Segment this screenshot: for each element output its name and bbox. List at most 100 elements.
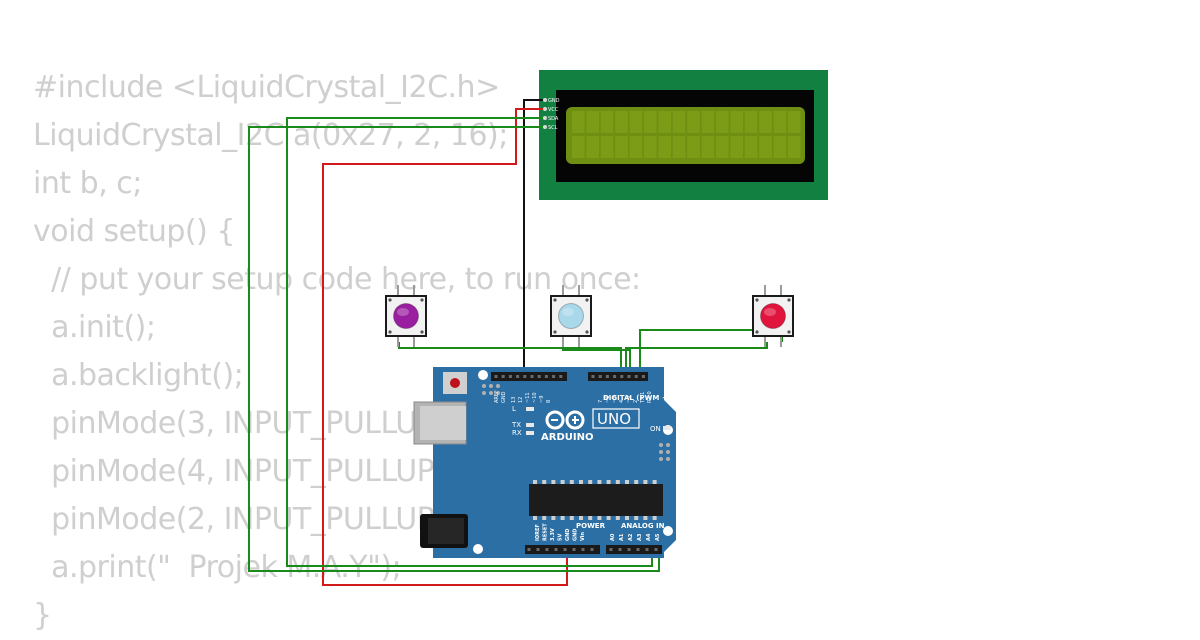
header-pin[interactable] (530, 375, 534, 378)
icsp-pin (496, 391, 500, 395)
header-pin[interactable] (537, 375, 541, 378)
chip-pin (597, 516, 602, 520)
lcd-pin[interactable] (543, 98, 547, 102)
icsp-pin (489, 391, 493, 395)
icsp-pin (482, 384, 486, 388)
digital-pin-header[interactable] (491, 372, 648, 381)
header-pin[interactable] (634, 375, 638, 378)
pin-label: Vin (580, 532, 586, 541)
header-pin[interactable] (523, 375, 527, 378)
wire-gnd[interactable] (523, 99, 543, 376)
lcd-char-cell (586, 136, 599, 158)
header-pin[interactable] (605, 375, 609, 378)
header-pin[interactable] (527, 548, 531, 551)
reset-button[interactable] (450, 378, 460, 388)
push-button-light-blue[interactable] (550, 285, 592, 347)
icsp-pin (666, 443, 670, 447)
lcd-pin[interactable] (543, 116, 547, 120)
power-analog-pin-header[interactable] (525, 545, 662, 554)
button-cap-highlight (397, 308, 409, 316)
header-pin[interactable] (598, 375, 602, 378)
header-pin[interactable] (654, 548, 658, 551)
chip-pin (625, 516, 629, 520)
chip-pin (579, 516, 583, 520)
button-corner-dot (420, 298, 424, 302)
wire-sda[interactable] (286, 117, 653, 567)
wire-scl[interactable] (248, 126, 660, 572)
header-pin[interactable] (613, 375, 617, 378)
model-label: UNO (597, 410, 631, 428)
lcd-char-cell (687, 136, 700, 158)
header-pin[interactable] (572, 548, 576, 551)
lcd-char-cell (716, 136, 729, 158)
chip-pin (533, 480, 537, 484)
lcd-char-cell (788, 136, 801, 158)
button-cap[interactable] (393, 303, 419, 329)
lcd-character-grid (572, 111, 801, 158)
header-pin[interactable] (645, 548, 649, 551)
pin-label: GND (573, 529, 579, 541)
lcd-pin[interactable] (543, 107, 547, 111)
button-corner-dot (585, 298, 589, 302)
header-pin[interactable] (636, 548, 640, 551)
pin-label: 4 (619, 400, 625, 403)
header-pin[interactable] (559, 375, 563, 378)
icsp-pin (496, 384, 500, 388)
header-pin[interactable] (609, 548, 613, 551)
power-header-label: POWER (576, 522, 606, 530)
lcd-char-cell (759, 111, 772, 133)
header-pin[interactable] (618, 548, 622, 551)
atmega-chip (529, 484, 663, 516)
header-pin[interactable] (590, 548, 594, 551)
header-pin[interactable] (641, 375, 645, 378)
button-cap-highlight (562, 308, 574, 316)
pin-label: A1 (619, 533, 625, 541)
led-tx (526, 423, 534, 427)
led-label: TX (511, 421, 521, 429)
header-pin[interactable] (544, 375, 548, 378)
header-pin[interactable] (508, 375, 512, 378)
icsp-pin (666, 450, 670, 454)
lcd-pin[interactable] (543, 125, 547, 129)
push-button-red[interactable] (752, 285, 794, 347)
lcd-char-cell (730, 111, 743, 133)
push-button-purple[interactable] (385, 285, 427, 347)
pin-label: 7 (598, 400, 604, 403)
header-pin[interactable] (581, 548, 585, 551)
pin-label: TX 1 (640, 392, 646, 404)
header-block (606, 545, 662, 554)
header-pin[interactable] (494, 375, 498, 378)
header-pin[interactable] (591, 375, 595, 378)
button-corner-dot (787, 298, 791, 302)
code-line: LiquidCrystal_I2C a(0x27, 2, 16); (33, 118, 508, 153)
header-pin[interactable] (552, 375, 556, 378)
chip-pin (634, 516, 639, 520)
pin-label: 3.3V (550, 528, 556, 541)
chip-pin (643, 516, 648, 520)
lcd-char-cell (615, 111, 628, 133)
wire-vcc[interactable] (322, 108, 568, 586)
icsp-pin (482, 391, 486, 395)
lcd-pin-label: VCC (548, 107, 559, 113)
header-pin[interactable] (501, 375, 505, 378)
wire-button-red[interactable] (625, 342, 768, 376)
button-cap[interactable] (760, 303, 786, 329)
header-pin[interactable] (536, 548, 540, 551)
header-pin[interactable] (545, 548, 549, 551)
header-pin[interactable] (627, 548, 631, 551)
header-pin[interactable] (516, 375, 520, 378)
header-pin[interactable] (627, 375, 631, 378)
header-pin[interactable] (554, 548, 558, 551)
header-pin[interactable] (563, 548, 567, 551)
code-line: // put your setup code here, to run once… (33, 262, 641, 297)
chip-pins (533, 480, 657, 520)
header-pin[interactable] (620, 375, 624, 378)
mounting-hole (473, 544, 483, 554)
button-cap[interactable] (558, 303, 584, 329)
icsp-pin (659, 450, 663, 454)
